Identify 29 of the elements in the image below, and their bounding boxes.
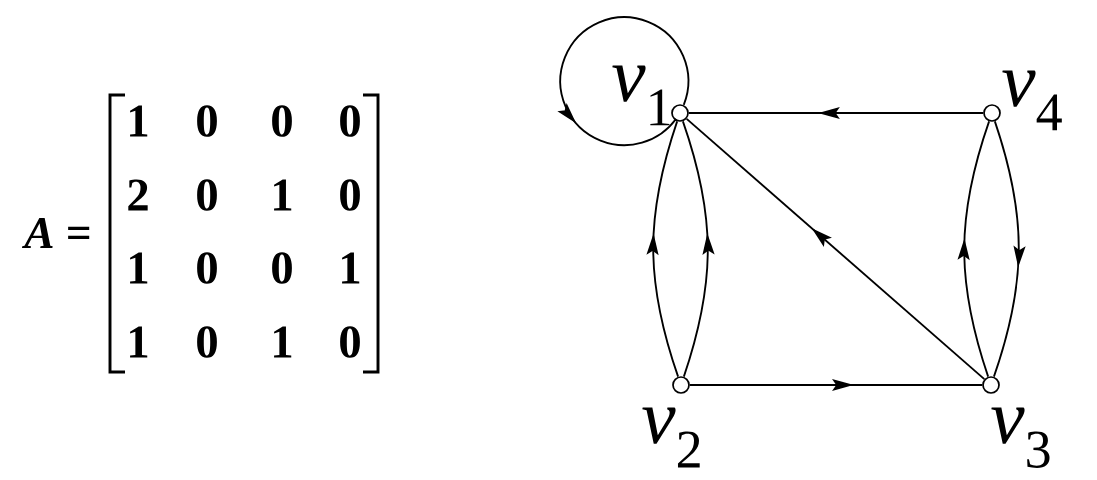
matrix-entry: 0 bbox=[340, 105, 360, 137]
arrow bbox=[957, 120, 991, 378]
vertex-label: v$_{4}$ bbox=[1002, 70, 1062, 131]
vertex-circle bbox=[671, 104, 689, 122]
vertex-label: v$_{1}$ bbox=[612, 65, 670, 126]
vertex-circle bbox=[983, 104, 1001, 122]
matrix-entry: 0 bbox=[197, 252, 217, 284]
matrix-entry: 0 bbox=[197, 326, 217, 358]
matrix-entry: 1 bbox=[274, 179, 292, 211]
matrix-entry: 0 bbox=[197, 179, 217, 211]
vertex-circle bbox=[982, 376, 1000, 394]
matrix-entry: 0 bbox=[272, 252, 292, 284]
matrix-entry: 0 bbox=[272, 105, 292, 137]
matrix-entry: 0 bbox=[340, 179, 360, 211]
arrow bbox=[685, 117, 986, 381]
matrix-entry: 1 bbox=[274, 326, 292, 358]
matrix-entry: 2 bbox=[128, 179, 148, 211]
matrix-entry: 0 bbox=[340, 326, 360, 358]
vertex-label: v$_{3}$ bbox=[991, 407, 1050, 468]
vertex-label: v$_{2}$ bbox=[642, 407, 700, 468]
matrix-entry: 1 bbox=[342, 252, 360, 284]
matrix-entry: 1 bbox=[130, 252, 148, 284]
matrix-label: A = bbox=[21, 218, 90, 248]
vertex-circle bbox=[672, 376, 690, 394]
arrow bbox=[993, 120, 1026, 378]
matrix-entry: 0 bbox=[197, 105, 217, 137]
arrow bbox=[646, 120, 680, 378]
matrix-entry: 1 bbox=[130, 326, 148, 358]
matrix-entry: 1 bbox=[130, 105, 148, 137]
